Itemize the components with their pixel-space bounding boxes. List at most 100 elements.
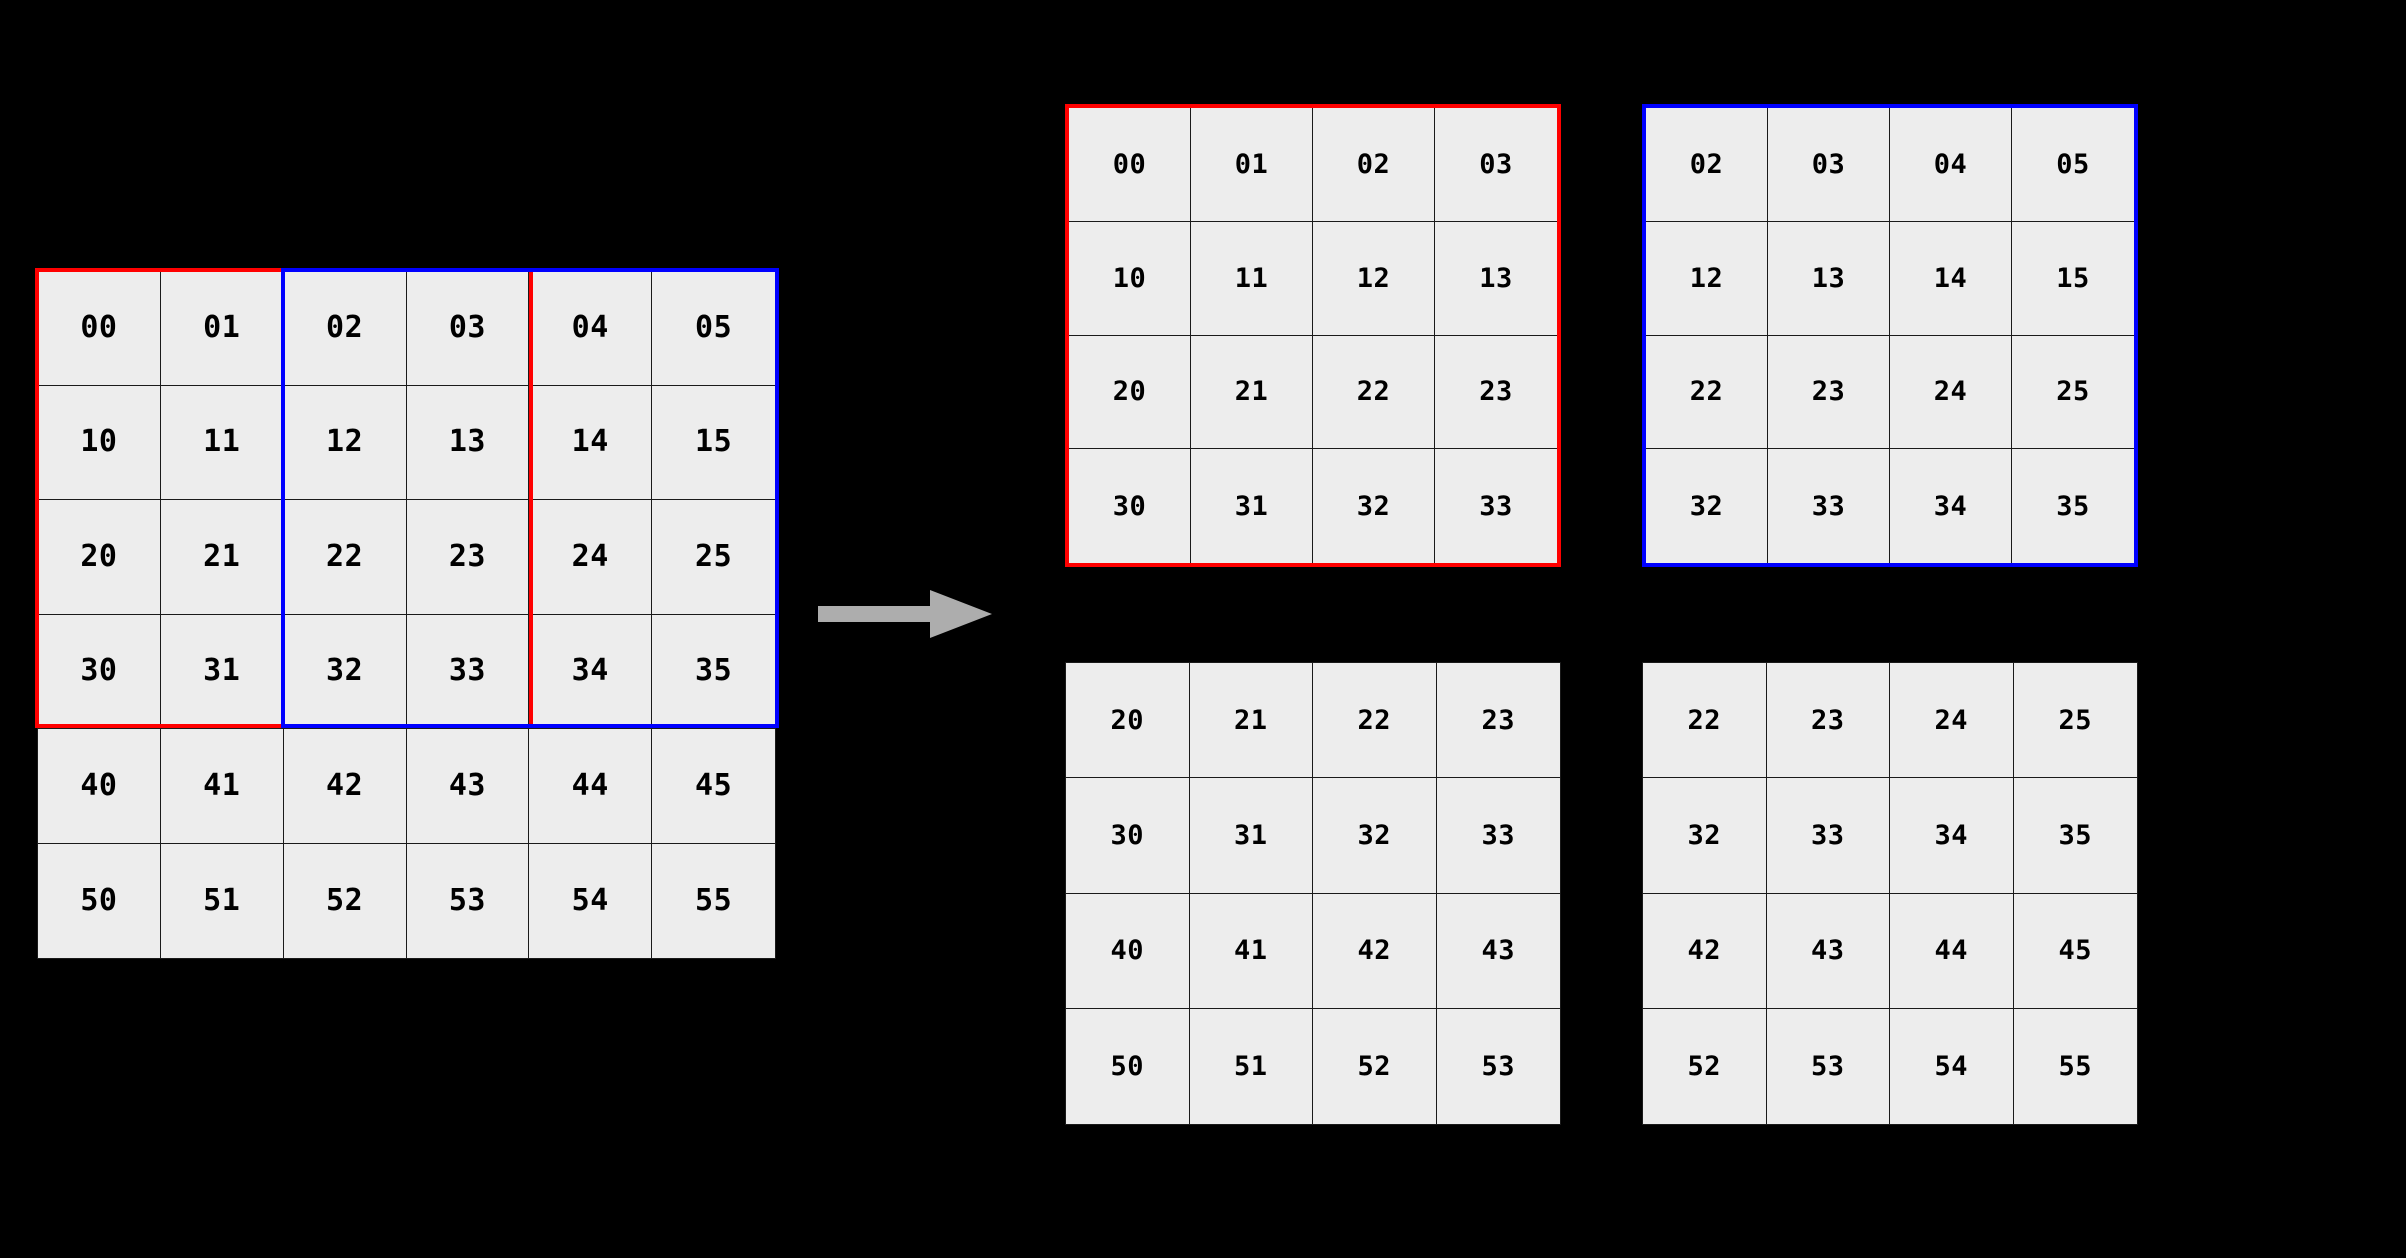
matrix-cell: 23	[1436, 663, 1560, 779]
matrix-cell: 21	[160, 500, 284, 615]
matrix-cell: 32	[1646, 449, 1768, 563]
matrix-cell: 32	[1313, 449, 1435, 563]
matrix-cell: 52	[1313, 1008, 1437, 1124]
matrix-cell: 33	[1436, 778, 1560, 894]
matrix-cell: 53	[406, 843, 530, 958]
matrix-cell: 02	[1646, 108, 1768, 222]
matrix-cell: 20	[1066, 663, 1190, 779]
matrix-cell: 25	[2012, 335, 2134, 450]
matrix-cell: 35	[2013, 778, 2137, 894]
matrix-cell: 30	[1069, 449, 1191, 563]
matrix-cell: 22	[1313, 335, 1435, 450]
matrix-cell: 13	[1435, 221, 1557, 336]
matrix-cell: 52	[283, 843, 407, 958]
matrix-cell: 24	[1890, 663, 2014, 779]
matrix-cell: 04	[1890, 108, 2012, 222]
matrix-cell: 11	[1191, 221, 1313, 336]
matrix-cell: 22	[283, 500, 407, 615]
matrix-cell: 12	[1313, 221, 1435, 336]
matrix-cell: 52	[1643, 1008, 1767, 1124]
matrix-cell: 12	[283, 385, 407, 500]
matrix-cell: 34	[1890, 449, 2012, 563]
matrix-cell: 43	[1766, 893, 1890, 1009]
matrix-cell: 33	[1435, 449, 1557, 563]
matrix-cell: 20	[38, 500, 161, 615]
matrix-cell: 30	[38, 614, 161, 729]
matrix-cell: 51	[160, 843, 284, 958]
matrix-cell: 05	[2012, 108, 2134, 222]
matrix-cell: 42	[1313, 893, 1437, 1009]
matrix-cell: 10	[1069, 221, 1191, 336]
matrix-cell: 22	[1646, 335, 1768, 450]
matrix-cell: 33	[1766, 778, 1890, 894]
matrix-cell: 50	[1066, 1008, 1190, 1124]
matrix-cell: 42	[283, 729, 407, 844]
matrix-cell: 33	[406, 614, 530, 729]
matrix-cell: 24	[529, 500, 653, 615]
matrix-cell: 00	[1069, 108, 1191, 222]
matrix-cell: 50	[38, 843, 161, 958]
matrix-cell: 03	[1435, 108, 1557, 222]
matrix-cell: 23	[406, 500, 530, 615]
matrix-cell: 55	[2013, 1008, 2137, 1124]
matrix-cell: 14	[529, 385, 653, 500]
matrix-cell: 13	[406, 385, 530, 500]
matrix-cell: 43	[1436, 893, 1560, 1009]
matrix-cell: 12	[1646, 221, 1768, 336]
matrix-cell: 34	[1890, 778, 2014, 894]
matrix-cell: 44	[529, 729, 653, 844]
matrix-cell: 10	[38, 385, 161, 500]
matrix-cell: 15	[2012, 221, 2134, 336]
matrix-cell: 53	[1766, 1008, 1890, 1124]
matrix-cell: 45	[2013, 893, 2137, 1009]
matrix-cell: 34	[529, 614, 653, 729]
matrix-cell: 41	[1189, 893, 1313, 1009]
matrix-cell: 00	[38, 271, 161, 386]
matrix-cell: 30	[1066, 778, 1190, 894]
matrix-cell: 25	[2013, 663, 2137, 779]
matrix-cell: 01	[1191, 108, 1313, 222]
matrix-cell: 24	[1890, 335, 2012, 450]
matrix-cell: 23	[1766, 663, 1890, 779]
matrix-cell: 31	[1191, 449, 1313, 563]
matrix-cell: 22	[1313, 663, 1437, 779]
matrix-cell: 41	[160, 729, 284, 844]
matrix-cell: 03	[1768, 108, 1890, 222]
matrix-cell: 33	[1768, 449, 1890, 563]
matrix-cell: 23	[1435, 335, 1557, 450]
matrix-cell: 32	[1643, 778, 1767, 894]
matrix-cell: 32	[1313, 778, 1437, 894]
matrix-cell: 42	[1643, 893, 1767, 1009]
matrix-cell: 35	[2012, 449, 2134, 563]
matrix-cell: 43	[406, 729, 530, 844]
matrix-cell: 22	[1643, 663, 1767, 779]
matrix-cell: 14	[1890, 221, 2012, 336]
matrix-cell: 31	[160, 614, 284, 729]
matrix-cell: 03	[406, 271, 530, 386]
matrix-cell: 04	[529, 271, 653, 386]
matrix-cell: 20	[1069, 335, 1191, 450]
matrix-cell: 05	[652, 271, 775, 386]
flow-arrow	[818, 590, 992, 638]
matrix-cell: 02	[283, 271, 407, 386]
matrix-cell: 21	[1189, 663, 1313, 779]
matrix-cell: 54	[529, 843, 653, 958]
matrix-cell: 11	[160, 385, 284, 500]
matrix-cell: 02	[1313, 108, 1435, 222]
matrix-cell: 55	[652, 843, 775, 958]
matrix-cell: 54	[1890, 1008, 2014, 1124]
matrix-cell: 45	[652, 729, 775, 844]
matrix-cell: 53	[1436, 1008, 1560, 1124]
matrix-cell: 31	[1189, 778, 1313, 894]
matrix-cell: 35	[652, 614, 775, 729]
matrix-cell: 13	[1768, 221, 1890, 336]
matrix-cell: 40	[38, 729, 161, 844]
matrix-cell: 51	[1189, 1008, 1313, 1124]
matrix-cell: 32	[283, 614, 407, 729]
matrix-cell: 40	[1066, 893, 1190, 1009]
matrix-cell: 25	[652, 500, 775, 615]
